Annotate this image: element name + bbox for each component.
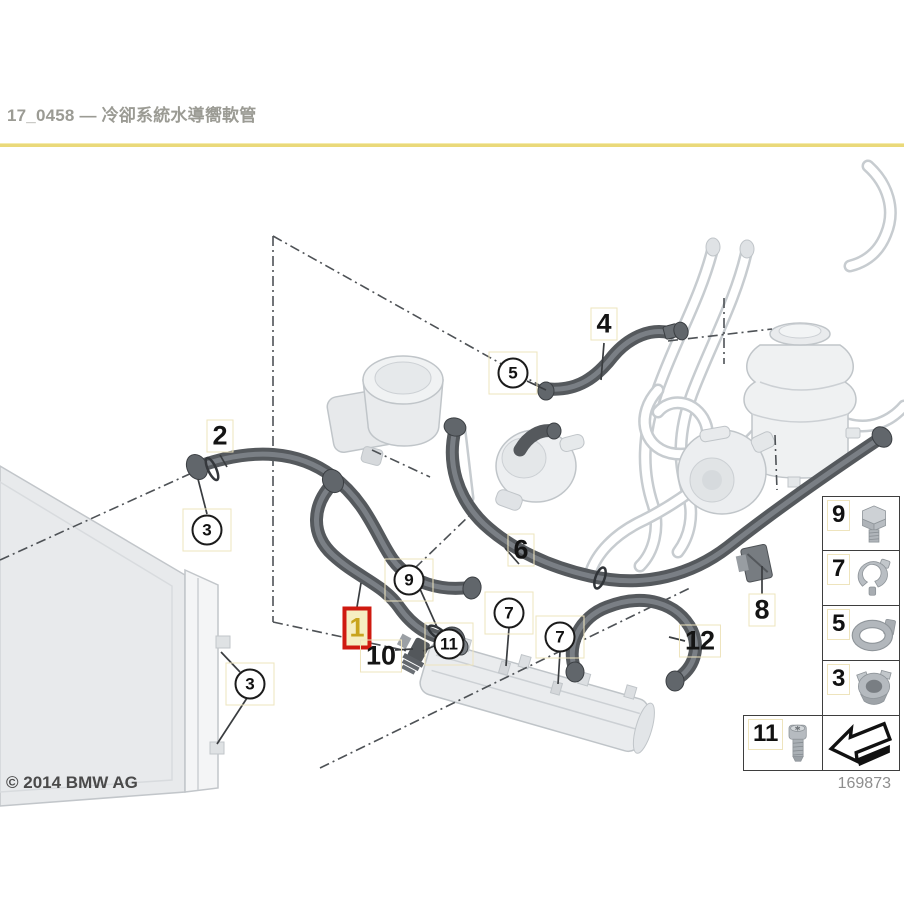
legend-cell-7[interactable]: 7 — [822, 550, 900, 606]
callout-label: 7 — [493, 597, 525, 629]
diagram-number: 169873 — [837, 775, 891, 792]
callout-3[interactable]: 3 — [182, 508, 232, 552]
callout-label: 3 — [191, 514, 223, 546]
callout-3[interactable]: 3 — [225, 662, 275, 706]
mounting-clip — [396, 633, 430, 675]
legend-label-11: 11 — [748, 719, 784, 750]
electric-pump — [326, 355, 444, 466]
socket-screw-icon — [788, 724, 807, 762]
callout-5[interactable]: 5 — [488, 351, 538, 395]
accent-divider — [0, 143, 904, 147]
callout-label: 5 — [497, 357, 529, 389]
callout-10[interactable]: 10 — [359, 639, 403, 673]
callout-label: 7 — [544, 621, 576, 653]
coolant-pump-right — [677, 425, 776, 515]
callout-4[interactable]: 4 — [590, 307, 618, 341]
coupling-clamp-icon — [856, 669, 892, 705]
callout-label: 3 — [234, 668, 266, 700]
callout-label: 11 — [433, 628, 465, 660]
spring-clip-icon — [857, 558, 891, 596]
copyright-text: © 2014 BMW AG — [6, 773, 138, 792]
callout-9[interactable]: 9 — [384, 558, 434, 602]
hex-bolt-icon — [862, 505, 886, 543]
legend-cell-3[interactable]: 3 — [822, 660, 900, 716]
callout-7[interactable]: 7 — [484, 591, 534, 635]
callout-label: 9 — [393, 564, 425, 596]
legend-label-7: 7 — [827, 554, 851, 585]
callout-12[interactable]: 12 — [678, 624, 722, 658]
legend-cell-9[interactable]: 9 — [822, 496, 900, 551]
callout-8[interactable]: 8 — [748, 593, 776, 627]
direction-arrow-icon — [828, 721, 893, 767]
legend-cell-11[interactable]: 11 — [743, 715, 823, 771]
callout-6[interactable]: 6 — [507, 533, 535, 567]
legend-label-9: 9 — [827, 500, 851, 531]
legend-label-3: 3 — [827, 664, 851, 695]
callout-11[interactable]: 11 — [424, 622, 474, 666]
legend-cell-5[interactable]: 5 — [822, 605, 900, 661]
callout-1-highlighted[interactable]: 1 — [342, 606, 372, 650]
bracket-part — [735, 543, 773, 583]
radiator — [0, 465, 231, 807]
page-title: 17_0458 — 冷卻系統水導嚮軟管 — [7, 106, 257, 125]
thermostat-housing — [495, 429, 585, 511]
hose-clamp-icon — [851, 618, 896, 652]
callout-7[interactable]: 7 — [535, 615, 585, 659]
leader-lines — [197, 342, 763, 745]
legend-cell-arrow[interactable] — [822, 715, 900, 771]
callout-2[interactable]: 2 — [206, 419, 234, 453]
legend-label-5: 5 — [827, 609, 851, 640]
